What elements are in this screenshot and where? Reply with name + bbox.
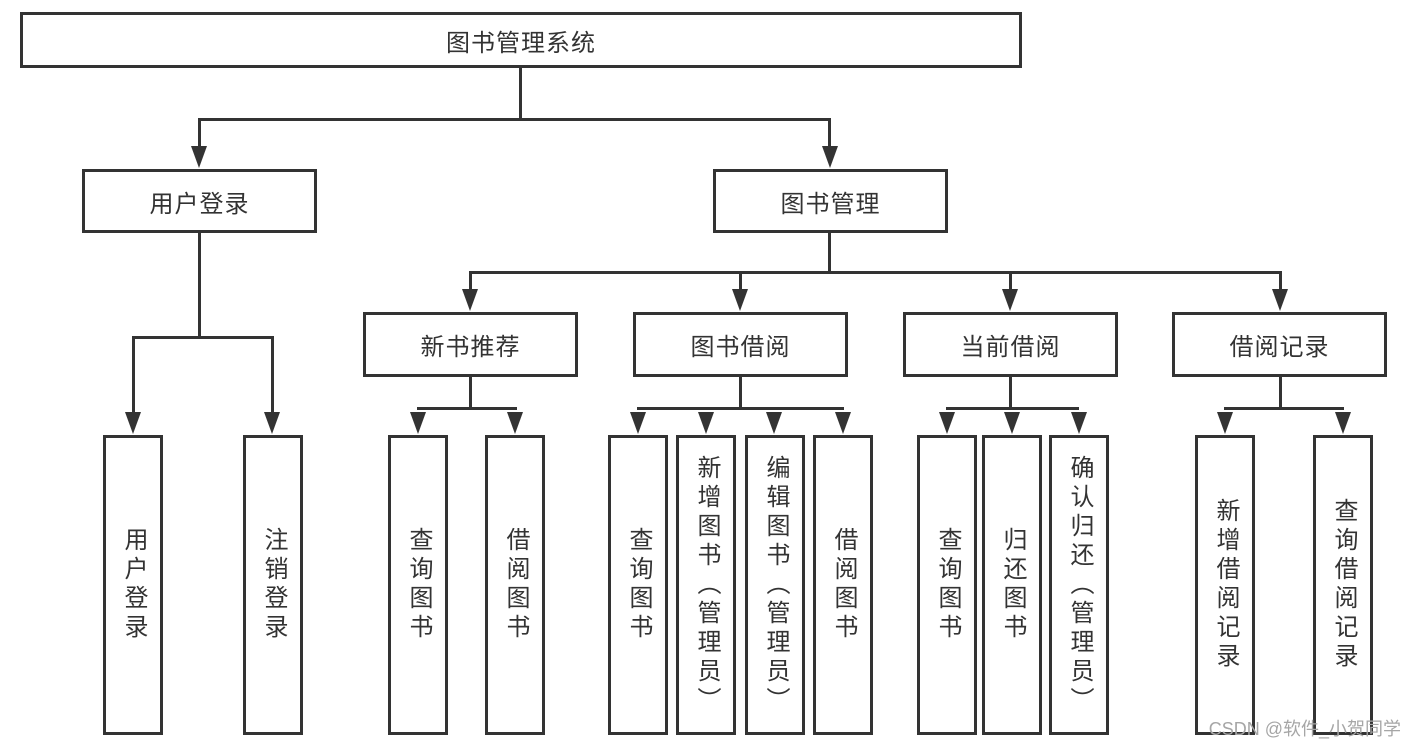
- arrow-down-icon: [766, 412, 782, 434]
- node-label: 图书借阅: [690, 334, 791, 361]
- node-label: 新增图书（管理员）: [693, 454, 720, 716]
- connector-line: [469, 271, 472, 293]
- connector-line: [469, 377, 472, 410]
- node-label: 查询借阅记录: [1330, 498, 1357, 672]
- arrow-down-icon: [410, 412, 426, 434]
- node-label: 新增借阅记录: [1212, 498, 1239, 672]
- node-label: 查询图书: [625, 527, 652, 643]
- node-label: 图书管理系统: [446, 29, 596, 57]
- node-label: 图书管理: [780, 190, 881, 218]
- leaf-return-book: 归还图书: [982, 435, 1042, 735]
- leaf-edit-book-admin: 编辑图书（管理员）: [745, 435, 805, 735]
- connector-line: [417, 407, 517, 410]
- arrow-down-icon: [698, 412, 714, 434]
- arrow-down-icon: [125, 412, 141, 434]
- leaf-query-borrow-record: 查询借阅记录: [1313, 435, 1373, 735]
- node-label: 归还图书: [999, 527, 1026, 643]
- node-label: 用户登录: [149, 190, 250, 218]
- arrow-down-icon: [835, 412, 851, 434]
- connector-line: [1279, 377, 1282, 410]
- connector-line: [132, 336, 135, 416]
- leaf-confirm-return-admin: 确认归还（管理员）: [1049, 435, 1109, 735]
- arrow-down-icon: [1071, 412, 1087, 434]
- leaf-borrow-books-2: 借阅图书: [813, 435, 873, 735]
- connector-line: [739, 377, 742, 410]
- leaf-query-books-2: 查询图书: [608, 435, 668, 735]
- leaf-query-books-3: 查询图书: [917, 435, 977, 735]
- arrow-down-icon: [939, 412, 955, 434]
- leaf-borrow-books-1: 借阅图书: [485, 435, 545, 735]
- arrow-down-icon: [1335, 412, 1351, 434]
- arrow-down-icon: [1272, 289, 1288, 311]
- node-label: 借阅记录: [1229, 334, 1330, 361]
- node-borrow-records: 借阅记录: [1172, 312, 1387, 377]
- connector-line: [469, 271, 1281, 274]
- arrow-down-icon: [630, 412, 646, 434]
- node-label: 查询图书: [405, 527, 432, 643]
- connector-line: [828, 118, 831, 150]
- leaf-user-login: 用户登录: [103, 435, 163, 735]
- arrow-down-icon: [822, 146, 838, 168]
- node-label: 用户登录: [120, 527, 147, 643]
- connector-line: [1279, 271, 1282, 293]
- node-label: 编辑图书（管理员）: [762, 454, 789, 716]
- leaf-query-books-1: 查询图书: [388, 435, 448, 735]
- node-new-book-recommend: 新书推荐: [363, 312, 578, 377]
- arrow-down-icon: [1217, 412, 1233, 434]
- arrow-down-icon: [507, 412, 523, 434]
- leaf-add-book-admin: 新增图书（管理员）: [676, 435, 736, 735]
- connector-line: [198, 118, 831, 121]
- connector-line: [1224, 407, 1344, 410]
- node-label: 注销登录: [260, 527, 287, 643]
- leaf-add-borrow-record: 新增借阅记录: [1195, 435, 1255, 735]
- connector-line: [828, 233, 831, 274]
- connector-line: [132, 336, 273, 339]
- connector-line: [271, 336, 274, 416]
- node-book-borrow: 图书借阅: [633, 312, 848, 377]
- connector-line: [1009, 271, 1012, 293]
- node-label: 确认归还（管理员）: [1066, 454, 1093, 716]
- csdn-watermark: CSDN @软件_小贺同学: [1208, 719, 1401, 739]
- connector-line: [739, 271, 742, 293]
- leaf-logout: 注销登录: [243, 435, 303, 735]
- connector-line: [198, 233, 201, 339]
- connector-line: [637, 407, 844, 410]
- node-label: 借阅图书: [830, 527, 857, 643]
- connector-line: [946, 407, 1079, 410]
- node-root: 图书管理系统: [20, 12, 1022, 68]
- node-current-borrow: 当前借阅: [903, 312, 1118, 377]
- arrow-down-icon: [1004, 412, 1020, 434]
- connector-line: [198, 118, 201, 150]
- arrow-down-icon: [1002, 289, 1018, 311]
- node-label: 查询图书: [934, 527, 961, 643]
- arrow-down-icon: [732, 289, 748, 311]
- arrow-down-icon: [264, 412, 280, 434]
- node-label: 新书推荐: [420, 334, 521, 361]
- node-user-login: 用户登录: [82, 169, 317, 233]
- arrow-down-icon: [462, 289, 478, 311]
- node-label: 借阅图书: [502, 527, 529, 643]
- connector-line: [1009, 377, 1012, 410]
- arrow-down-icon: [191, 146, 207, 168]
- node-book-management: 图书管理: [713, 169, 948, 233]
- node-label: 当前借阅: [960, 334, 1061, 361]
- connector-line: [519, 68, 522, 120]
